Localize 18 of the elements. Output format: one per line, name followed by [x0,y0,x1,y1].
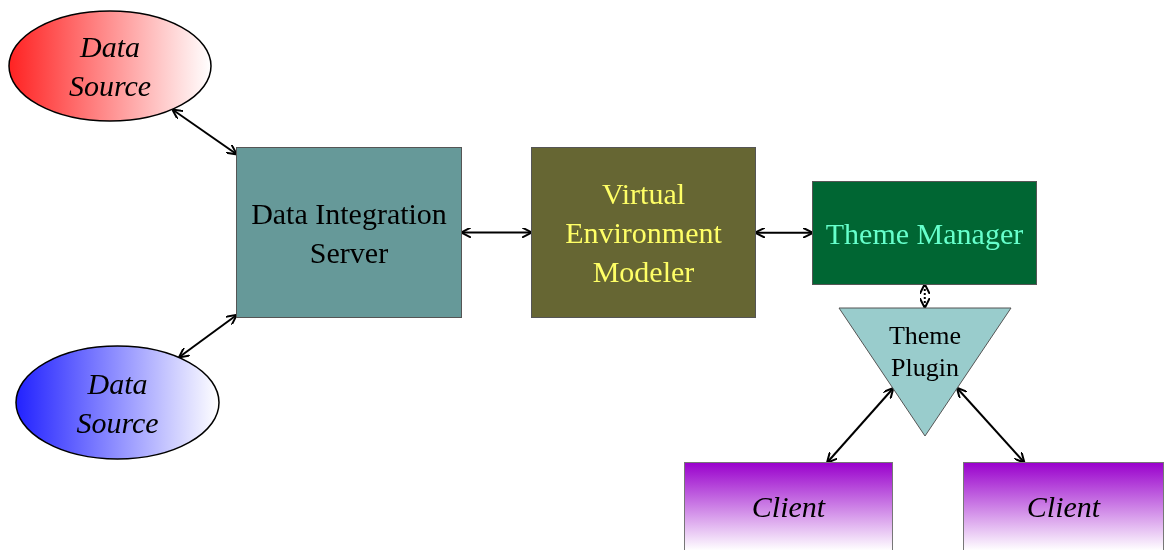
manager-box [812,181,1037,285]
double-arrow [460,226,533,239]
node-label: Client [1025,488,1102,525]
server-box [236,147,462,318]
double-arrow [918,283,931,309]
double-arrow [955,386,1026,464]
node-label: Virtual Environment Modeler [564,176,723,290]
node-label: Theme Plugin [887,319,963,384]
node-label: Data Source [67,29,153,104]
double-arrow [825,387,895,464]
node-label: Data Source [75,365,160,441]
node-label: Data Integration Server [250,195,448,271]
modeler-box [531,147,756,318]
double-arrow [754,226,814,239]
node-label: Theme Manager [824,215,1025,252]
double-arrow [177,313,238,359]
node-label: Client [750,488,827,525]
double-arrow [171,108,238,156]
